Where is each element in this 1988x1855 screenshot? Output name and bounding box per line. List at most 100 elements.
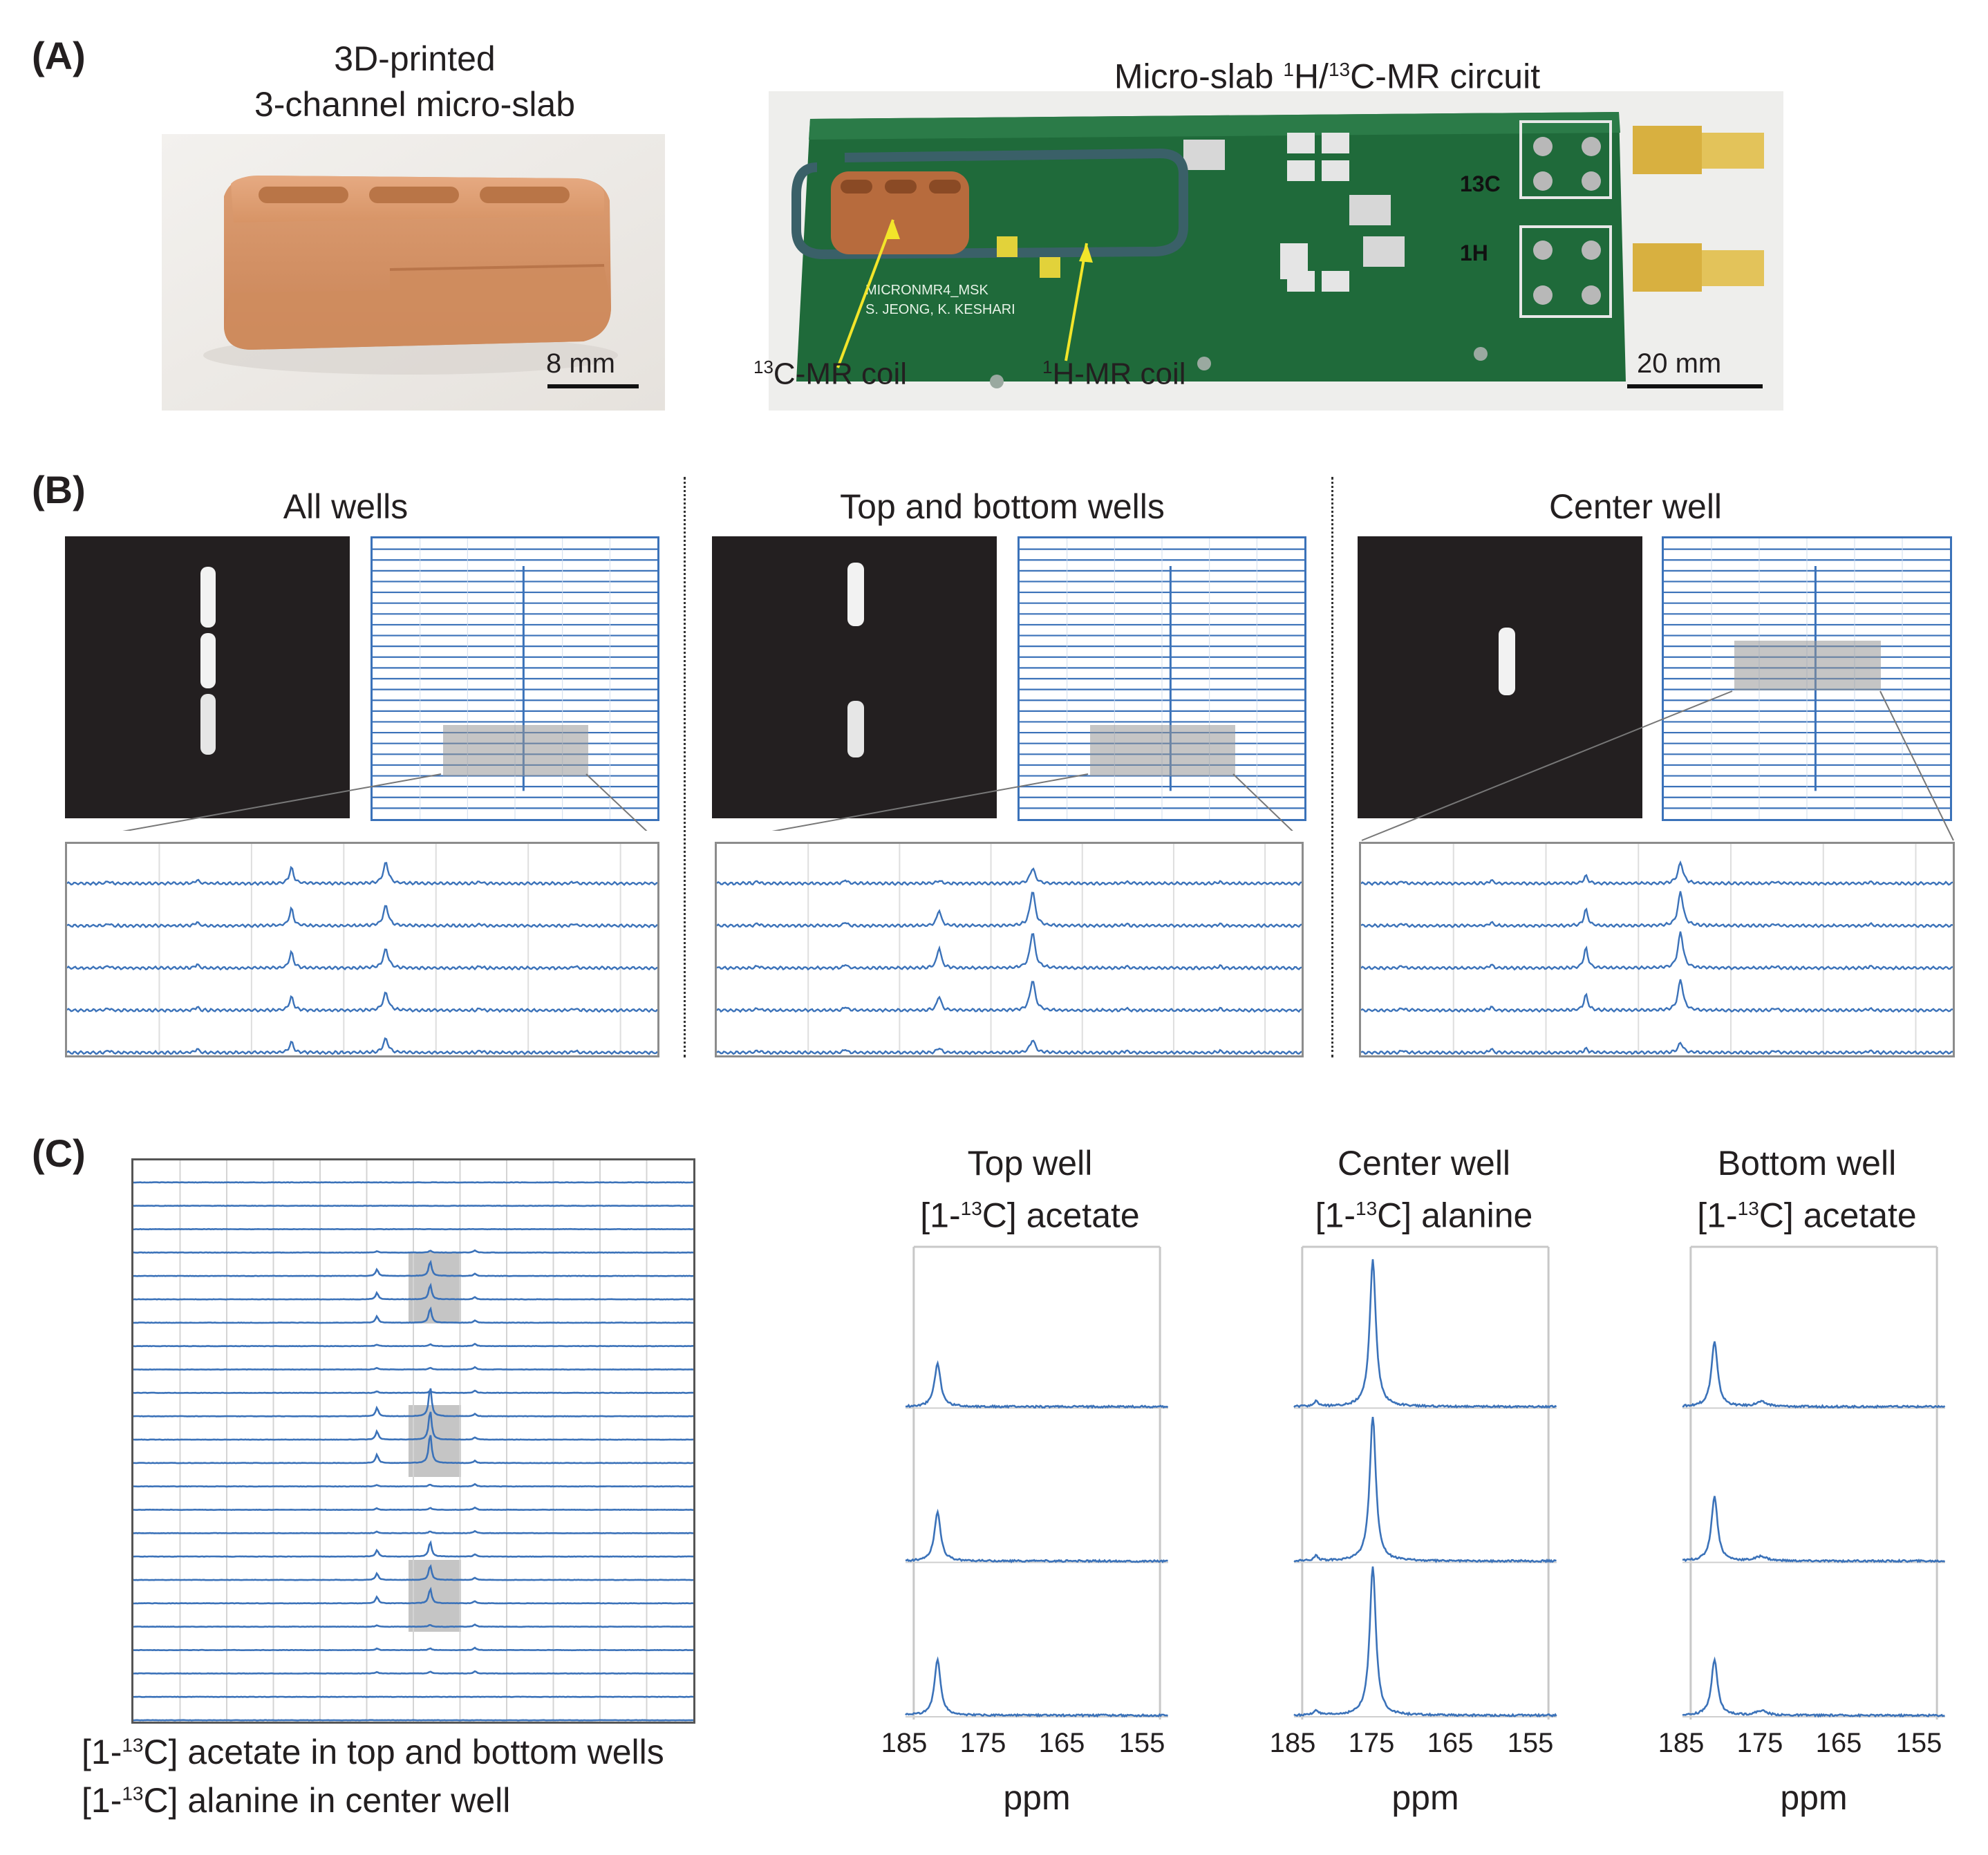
circuit-title-mid: H/ [1293, 57, 1329, 96]
tick-175: 175 [959, 1728, 1006, 1758]
legend-acetate: [1-13C] acetate in top and bottom wells [82, 1732, 664, 1772]
csi-highlight-bottom [409, 1560, 461, 1632]
csi-row-trace [133, 1342, 693, 1348]
xlabel-bottom: ppm [1780, 1778, 1848, 1817]
center-well-zoom [1359, 842, 1955, 1057]
zoom-spectrum-trace [1360, 979, 1953, 1013]
pcb-c-marking: 13C [1460, 171, 1501, 196]
c13-coil-label: 13C-MR coil [753, 357, 907, 392]
csi-row-trace [133, 1259, 693, 1277]
spectrum-center-sub-sup: 13 [1356, 1198, 1378, 1219]
tick-165: 165 [1038, 1728, 1085, 1758]
csi-row-trace [133, 1306, 693, 1324]
zoom-spectrum-trace [716, 933, 1302, 971]
zoom-spectrum-trace [1360, 931, 1953, 971]
circuit-title-sup1: 1 [1283, 59, 1294, 80]
csi-row-trace [133, 1249, 693, 1254]
top-bottom-highlight [1090, 725, 1235, 776]
zoom-spectrum-trace [716, 892, 1302, 929]
ticks-center: 185 175 165 155 [1270, 1728, 1564, 1769]
center-well-highlight [1734, 641, 1881, 690]
all-wells-grid-lines [373, 538, 657, 819]
zoom-spectrum-trace [66, 948, 658, 971]
center-well-image [1358, 536, 1642, 818]
slab-title-line1: 3D-printed [334, 39, 496, 78]
spectrum-bottom-title: Bottom well [1-13C] acetate [1669, 1140, 1945, 1239]
tick-185: 185 [1658, 1728, 1705, 1758]
slab-title-line2: 3-channel micro-slab [254, 85, 576, 124]
circuit-illustration: 13C 1H MICRONMR4_MSK S. JEONG, K. KESHAR… [769, 91, 1783, 411]
slab-title: 3D-printed 3-channel micro-slab [173, 36, 657, 127]
spectrum-center-sub-pre: [1- [1315, 1196, 1356, 1235]
circuit-scale-label: 20 mm [1637, 348, 1722, 379]
h1-coil-label-sup: 1 [1042, 357, 1053, 377]
spectrum-bottom-sub-post: C] acetate [1759, 1196, 1917, 1235]
spectrum-center-plot [1293, 1245, 1557, 1720]
pcb-text-line1: MICRONMR4_MSK [865, 283, 988, 298]
tick-165: 165 [1427, 1728, 1474, 1758]
legend-alanine: [1-13C] alanine in center well [82, 1780, 510, 1820]
zoom-spectrum-trace [716, 981, 1302, 1013]
group-title-top-bottom: Top and bottom wells [840, 487, 1165, 526]
pcb-h-marking: 1H [1460, 241, 1488, 265]
spectrum-top-sub-pre: [1- [920, 1196, 961, 1235]
spectrum-bottom-sub-pre: [1- [1697, 1196, 1738, 1235]
tick-185: 185 [881, 1728, 928, 1758]
h1-coil-label: 1H-MR coil [1042, 357, 1186, 392]
ticks-top: 185 175 165 155 [881, 1728, 1175, 1769]
spectrum-top-title: Top well [1-13C] acetate [892, 1140, 1168, 1239]
spectrum-trace [1682, 1656, 1945, 1718]
slab-scale-bar [547, 384, 639, 388]
csi-highlight-top [409, 1252, 461, 1324]
csi-row-trace [133, 1623, 693, 1628]
spectrum-top-sub-post: C] acetate [982, 1196, 1140, 1235]
tick-175: 175 [1736, 1728, 1783, 1758]
legend-acetate-post: C] acetate in top and bottom wells [143, 1733, 664, 1771]
center-well-zoom-connectors [1361, 690, 1954, 841]
spectrum-top-sub-sup: 13 [960, 1198, 982, 1219]
all-wells-zoom [65, 842, 659, 1057]
csi-row-trace [133, 1529, 693, 1534]
csi-row-trace [133, 1435, 693, 1465]
all-wells-zoom-connectors [122, 773, 648, 831]
csi-row-trace [133, 1366, 693, 1371]
circuit-title-sup2: 13 [1328, 59, 1351, 80]
legend-alanine-sup: 13 [122, 1782, 144, 1805]
tick-155: 155 [1507, 1728, 1554, 1758]
panel-b-divider-1 [684, 477, 686, 1057]
csi-row-trace [133, 1564, 693, 1581]
spectrum-center-title-line1: Center well [1337, 1144, 1511, 1183]
zoom-spectrum-trace [66, 1037, 658, 1055]
group-title-center-well: Center well [1548, 487, 1723, 526]
c13-coil-label-sup: 13 [753, 357, 773, 377]
micro-slab-illustration [162, 134, 665, 411]
micro-slab-photo [162, 134, 665, 411]
top-bottom-spectral-grid [1018, 536, 1306, 821]
all-wells-highlight [443, 725, 588, 776]
all-wells-zoom-spectra [66, 844, 658, 1055]
legend-acetate-sup: 13 [122, 1734, 144, 1756]
spectrum-trace [1682, 1341, 1946, 1409]
spectrum-top-title-line1: Top well [967, 1144, 1093, 1183]
all-wells-mask [200, 567, 216, 755]
pcb-text-line2: S. JEONG, K. KESHARI [865, 302, 1015, 317]
csi-row-trace [133, 1389, 693, 1394]
legend-acetate-pre: [1- [82, 1733, 122, 1771]
panel-a-label: (A) [32, 34, 86, 77]
tick-165: 165 [1815, 1728, 1862, 1758]
spectrum-top-plot [905, 1245, 1169, 1720]
zoom-spectrum-trace [66, 905, 658, 929]
all-wells-spectral-grid [371, 536, 659, 821]
spectrum-center-title-line2: [1-13C] alanine [1279, 1186, 1569, 1239]
csi-row-trace [133, 1719, 693, 1722]
group-title-all-wells: All wells [283, 487, 409, 526]
top-bottom-zoom [715, 842, 1304, 1057]
csi-row-trace [133, 1540, 693, 1558]
all-wells-image [65, 536, 350, 818]
panel-c-label: (C) [32, 1131, 86, 1175]
csi-grid [131, 1158, 695, 1724]
zoom-spectrum-trace [1360, 891, 1953, 929]
spectrum-trace [1293, 1259, 1557, 1409]
csi-row-trace [133, 1586, 693, 1605]
spectrum-trace [1293, 1566, 1557, 1718]
